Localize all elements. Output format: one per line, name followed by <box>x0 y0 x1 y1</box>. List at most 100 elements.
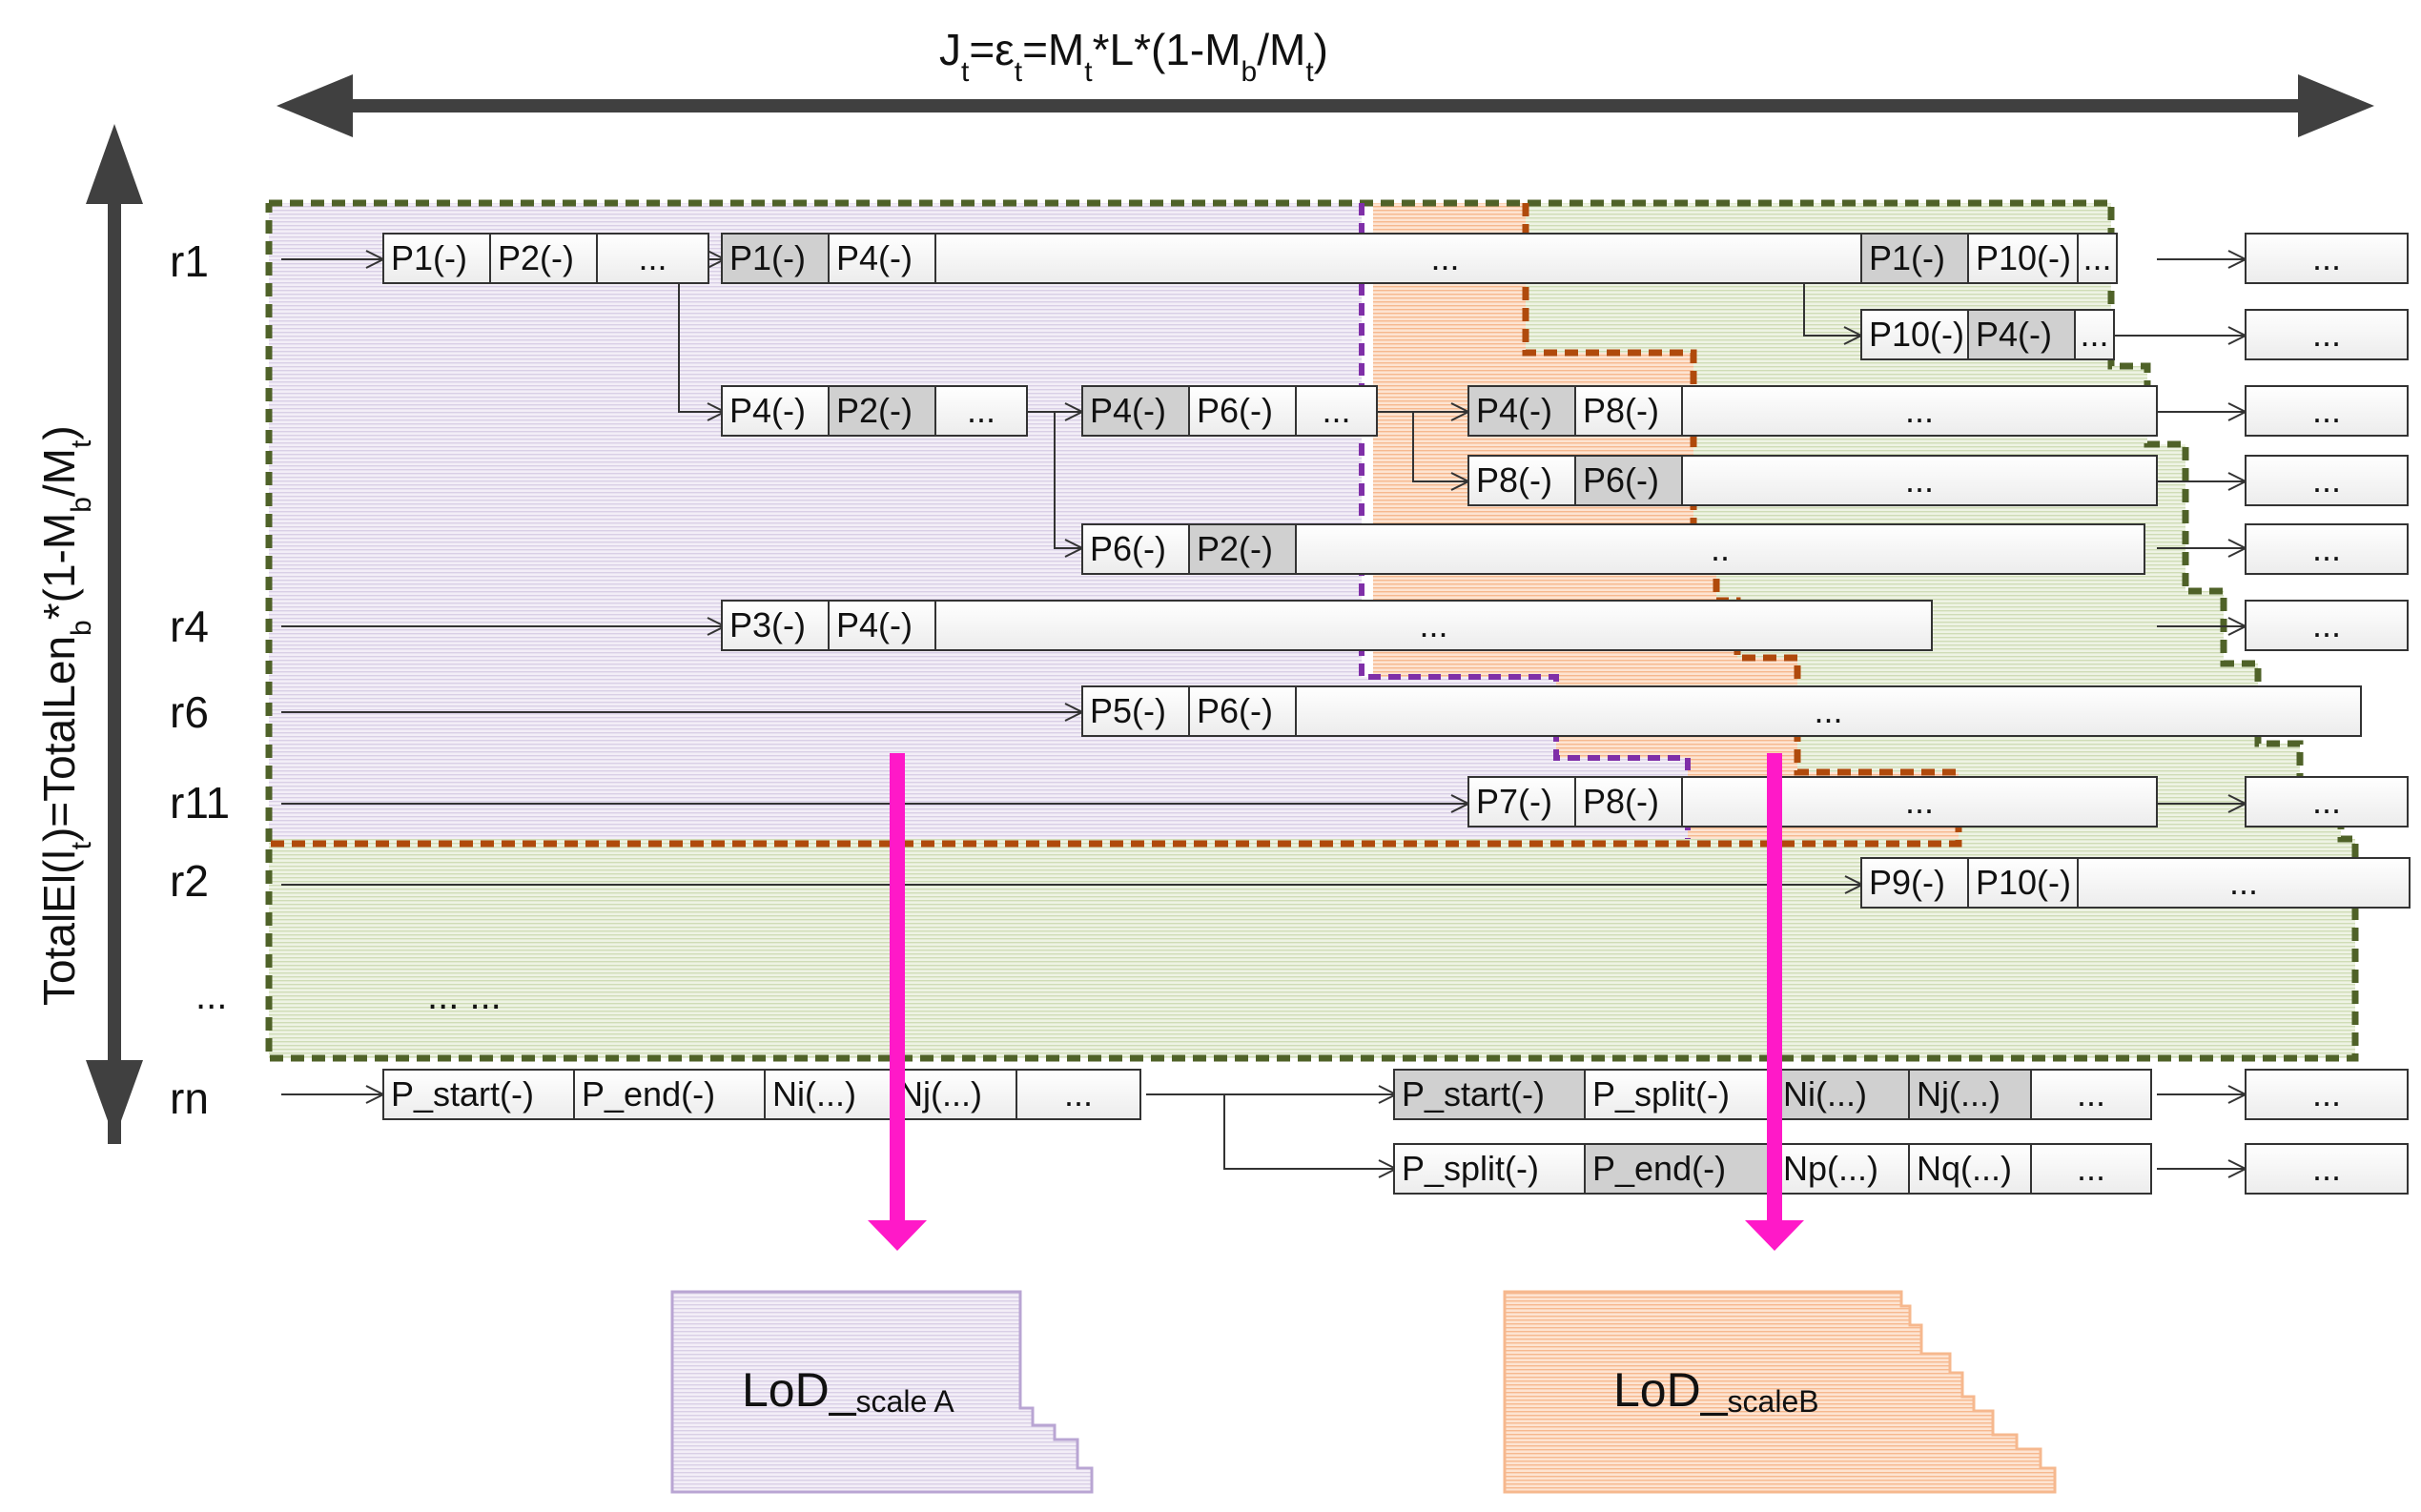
cell-label: P_start(-) <box>391 1074 534 1114</box>
row-label-ellipsis: ... <box>195 975 227 1017</box>
magenta-arrow-a <box>868 753 927 1251</box>
cell-label: P3(-) <box>729 605 806 644</box>
cell-label: P8(-) <box>1583 391 1659 430</box>
cell-box <box>721 600 830 651</box>
side-formula: TotalEl(lt)=TotalLenb*(1-Mb/Mt) <box>34 425 97 1006</box>
cell-label: P10(-) <box>1976 863 2071 902</box>
cell-label: Ni(...) <box>1783 1074 1867 1114</box>
cell-label: ... <box>2077 1149 2105 1188</box>
cell-label: ... <box>1430 238 1459 277</box>
tail-label: ... <box>2312 460 2341 500</box>
cell-box <box>1467 776 1576 828</box>
green-dash-outline <box>265 199 2359 1062</box>
cell-box <box>1681 776 2158 828</box>
cell-group-r1c: P1(-)P10(-)... <box>1860 233 2118 284</box>
cell-label: P_start(-) <box>1402 1074 1545 1114</box>
cell-label: P2(-) <box>836 391 913 430</box>
cell-box <box>2030 1069 2152 1120</box>
row-label-r6: r6 <box>170 687 209 737</box>
cell-group-row3: P8(-)P6(-)... <box>1467 455 2158 506</box>
cell-box <box>1775 1069 1910 1120</box>
cell-label: ... <box>2080 315 2108 354</box>
cell-box <box>2077 857 2411 909</box>
cell-label: P_split(-) <box>1402 1149 1539 1188</box>
cell-box <box>1188 385 1297 437</box>
purple-region <box>269 203 1688 839</box>
cell-label: ... <box>967 391 995 430</box>
cell-label: P4(-) <box>836 605 913 644</box>
cell-label: P2(-) <box>498 238 574 277</box>
tail-box <box>2245 1143 2409 1195</box>
cell-label: ... <box>1814 691 1842 730</box>
cell-label: P9(-) <box>1869 863 1945 902</box>
row-label-r4: r4 <box>170 602 209 651</box>
cell-label: Nq(...) <box>1917 1149 2012 1188</box>
cell-label: ... <box>1064 1074 1093 1114</box>
cell-group-r1a: P1(-)P2(-)... <box>382 233 709 284</box>
row-labels: r1 r4 r6 r11 r2 ... rn <box>170 236 230 1123</box>
cell-label: ... <box>1905 391 1934 430</box>
cell-group-row2b: P4(-)P6(-)... <box>1081 385 1378 437</box>
cell-box <box>1574 455 1683 506</box>
tail-label: ... <box>2312 529 2341 568</box>
cell-label: Nj(...) <box>898 1074 982 1114</box>
cell-box <box>1967 233 2079 284</box>
cell-label: P6(-) <box>1583 460 1659 500</box>
cell-box <box>1393 1143 1586 1195</box>
row-label-rn: rn <box>170 1073 209 1123</box>
lod-scale-a: LoD_scale A <box>670 1290 1094 1494</box>
cell-label: P10(-) <box>1976 238 2071 277</box>
cell-group-rn-c: P_split(-)P_end(-)Np(...)Nq(...)... <box>1393 1143 2152 1195</box>
cell-group-r4: P3(-)P4(-)... <box>721 600 1933 651</box>
tail-label: ... <box>2312 315 2341 354</box>
cell-group-row4: P6(-)P2(-).. <box>1081 523 2145 575</box>
cell-box <box>1016 1069 1141 1120</box>
cell-label: P4(-) <box>1090 391 1166 430</box>
tail-box <box>2245 600 2409 651</box>
cell-group-rn-a: P_start(-)P_end(-)Ni(...)Nj(...)... <box>382 1069 1141 1120</box>
lod-a-label: LoD_scale A <box>742 1363 954 1419</box>
cell-group-row2c: P4(-) P8(-)... <box>1467 385 2158 437</box>
cell-box <box>934 385 1028 437</box>
cell-box <box>721 385 830 437</box>
cell-label: .. <box>1711 529 1730 568</box>
tail-label: ... <box>2312 782 2341 821</box>
cell-group-r2: P9(-)P10(-)... <box>1860 857 2411 909</box>
cell-box <box>1860 857 1969 909</box>
cell-box <box>828 385 936 437</box>
horizontal-double-arrow <box>277 74 2374 137</box>
lod-scale-b: LoD_scaleB <box>1503 1290 2057 1494</box>
cell-box <box>934 600 1933 651</box>
tail-label: ... <box>2312 238 2341 277</box>
cell-label: P_end(-) <box>1592 1149 1726 1188</box>
tail-label: ... <box>2312 605 2341 644</box>
tail-box <box>2245 309 2409 360</box>
cell-label: P6(-) <box>1197 391 1273 430</box>
cell-group-row2a: P4(-)P2(-)... <box>721 385 1028 437</box>
cell-group-r1d: P10(-)P4(-)... <box>1860 309 2115 360</box>
tail-box <box>2245 523 2409 575</box>
cell-box <box>2030 1143 2152 1195</box>
cell-label: P8(-) <box>1583 782 1659 821</box>
cell-box <box>382 1069 575 1120</box>
cell-box <box>1967 309 2076 360</box>
cell-box <box>1467 455 1576 506</box>
cell-label: Nj(...) <box>1917 1074 2000 1114</box>
cell-label: P6(-) <box>1197 691 1273 730</box>
cell-groups: P1(-)P2(-)...P1(-)P4(-)...P1(-)P10(-)...… <box>382 233 2411 1195</box>
tail-label: ... <box>2312 1074 2341 1114</box>
cell-box <box>1467 385 1576 437</box>
cell-box <box>721 233 830 284</box>
tail-box <box>2245 385 2409 437</box>
cell-label: P4(-) <box>1476 391 1552 430</box>
tail-box <box>2245 455 2409 506</box>
cell-box <box>1967 857 2079 909</box>
cell-box <box>382 233 491 284</box>
cell-box <box>2074 309 2115 360</box>
tail-label: ... <box>2312 391 2341 430</box>
cell-label: P4(-) <box>1976 315 2052 354</box>
tail-box <box>2245 233 2409 284</box>
cell-box <box>1188 685 1297 737</box>
cell-group-rn-b: P_start(-)P_split(-)Ni(...)Nj(...)... <box>1393 1069 2152 1120</box>
